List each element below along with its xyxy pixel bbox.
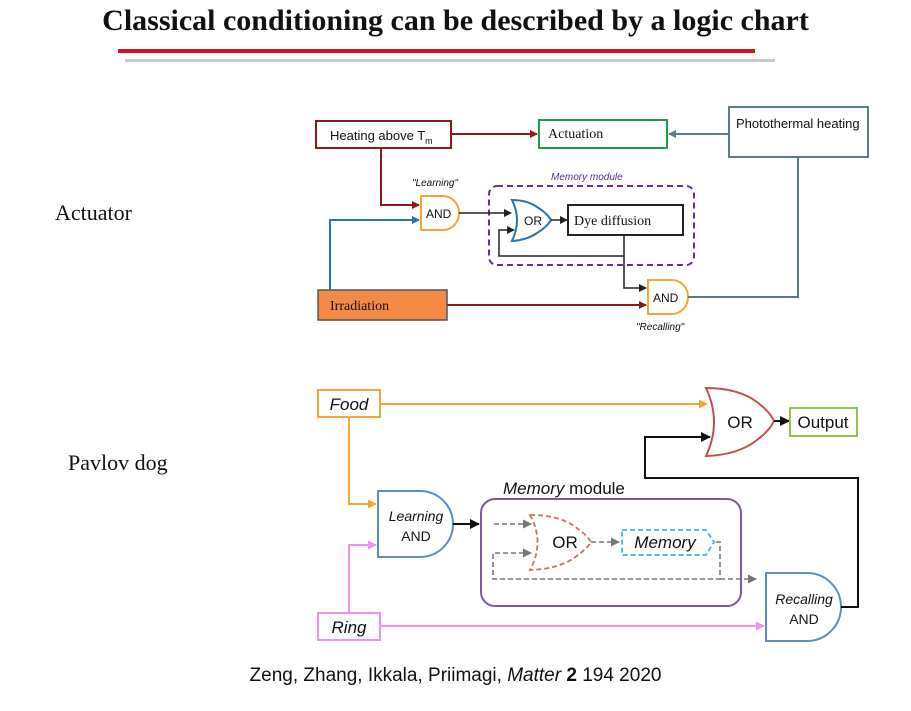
food-label: Food <box>330 395 369 414</box>
recalling-gate-and-label: AND <box>789 611 819 627</box>
and-gate-recalling-label: AND <box>653 291 679 305</box>
title-underline-red <box>118 49 755 53</box>
actuation-box <box>538 119 668 149</box>
food-to-learning-arrow <box>348 417 377 509</box>
memory-module-box <box>488 185 695 266</box>
pavlov-dog-label: Pavlov dog <box>68 450 168 475</box>
irradiation-box <box>317 289 448 321</box>
heating-box <box>315 120 452 149</box>
and-gate-recalling-pavlov <box>765 572 842 642</box>
irradiation-label: Irradiation <box>330 299 389 314</box>
memory-module-caption: Memory module <box>551 172 623 183</box>
actuator-label: Actuator <box>55 200 132 225</box>
output-box <box>789 407 858 437</box>
memory-module-title: Memory module <box>503 479 625 498</box>
learning-gate-and-label: AND <box>401 528 431 544</box>
citation: Zeng, Zhang, Ikkala, Priimagi, Matter 2 … <box>249 665 662 686</box>
ring-label: Ring <box>332 618 368 637</box>
recalling-gate-label: Recalling <box>775 591 833 607</box>
or-gate-memory <box>528 514 593 571</box>
or-gate-actuator <box>510 198 553 243</box>
learning-gate-label: Learning <box>389 508 444 524</box>
heating-to-and-arrow <box>380 148 420 209</box>
dye-diffusion-label: Dye diffusion <box>574 214 651 229</box>
ring-to-learning-arrow <box>348 540 377 613</box>
recalling-to-or-arrow <box>644 432 859 608</box>
memory-tag-label: Memory <box>634 533 697 552</box>
recalling-caption: "Recalling" <box>636 322 685 333</box>
or-gate-memory-label: OR <box>552 533 578 552</box>
and-gate-learning-pavlov <box>377 490 454 558</box>
learning-caption: "Learning" <box>412 178 458 189</box>
food-box <box>317 389 381 418</box>
photothermal-box <box>728 106 869 158</box>
ring-box <box>317 612 381 641</box>
photothermal-label: Photothermal heating <box>736 116 860 131</box>
dye-diffusion-box <box>567 204 684 236</box>
or-gate-actuator-label: OR <box>524 214 542 228</box>
actuator-diagram: Heating above Tm Actuation Photothermal … <box>315 106 869 333</box>
pavlov-diagram: Food Ring OR Output Learning AND Memory … <box>317 386 859 642</box>
or-gate-output <box>704 386 776 458</box>
and-gate-learning <box>420 195 460 231</box>
memory-feedback-arrow <box>498 226 625 257</box>
title-underline-grey <box>125 59 775 62</box>
and-gate-learning-label: AND <box>426 207 452 221</box>
actuation-label: Actuation <box>548 127 603 142</box>
or-gate-output-label: OR <box>727 413 753 432</box>
heating-box-label: Heating above Tm <box>330 128 433 146</box>
irradiation-to-and-arrow <box>329 216 420 290</box>
and-gate-recalling <box>647 279 689 315</box>
recall-to-photothermal-line <box>688 157 799 298</box>
memory-feedback-loop <box>492 541 721 580</box>
memory-tag <box>621 529 716 556</box>
output-label: Output <box>797 413 848 432</box>
slide-title: Classical conditioning can be described … <box>102 4 809 37</box>
dye-to-recall-arrow <box>623 256 647 292</box>
